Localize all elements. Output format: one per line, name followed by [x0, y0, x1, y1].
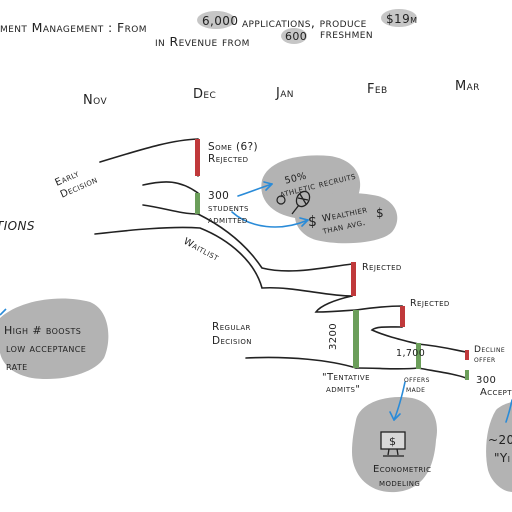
athletic-note-line1: 50%	[284, 171, 308, 187]
early-decision-label: Early Decision	[53, 168, 99, 200]
early-rejected-bar	[195, 139, 200, 176]
waitlist-flow-top	[197, 213, 353, 272]
regular-offer-flow-top	[370, 326, 419, 345]
freshmen-count-highlight	[281, 28, 307, 44]
title-part-b: applications, produce	[242, 15, 367, 30]
title-part-d: freshmen	[320, 26, 373, 41]
early-admit-bar	[195, 193, 200, 214]
revenue-highlight	[381, 9, 417, 27]
early-admit-line3: admitted	[208, 214, 248, 226]
title-part-c: in Revenue from	[155, 34, 250, 49]
left-note-blob	[0, 298, 109, 379]
regular-decision-line2: Decision	[212, 335, 252, 347]
early-admit-count: 300	[208, 190, 229, 202]
wealthier-note-blob	[294, 192, 398, 244]
tentative-admits-bar	[353, 310, 359, 368]
computer-monitor-icon: $	[380, 431, 406, 457]
waitlist-flow-bottom	[94, 226, 353, 297]
athletic-arrow	[237, 183, 273, 197]
dollar-icon: $	[308, 214, 317, 230]
tentative-count: 3200	[328, 323, 339, 350]
econometric-line1: Econometric	[373, 464, 431, 475]
regular-rejected-bar	[400, 306, 405, 327]
apps-count-highlight	[197, 11, 235, 29]
offers-made-line2: made	[406, 385, 425, 395]
decline-bar	[465, 350, 469, 360]
econometric-arrow	[393, 381, 406, 421]
right-note-line2: "Yi	[494, 451, 510, 465]
month-nov: Nov	[83, 93, 107, 108]
tennis-ball-icon	[276, 195, 286, 205]
svg-text:$: $	[389, 435, 396, 448]
month-jan: Jan	[275, 86, 294, 101]
month-dec: Dec	[193, 87, 216, 102]
right-note-blob	[486, 402, 512, 492]
waitlist-label: Waitlist	[182, 236, 221, 264]
left-note-line1: High # boosts	[4, 324, 81, 337]
right-arrow	[505, 399, 512, 423]
regular-upper-flow	[314, 295, 357, 313]
accept-flow	[417, 367, 467, 379]
title-part-a: ment Management : From	[0, 20, 147, 35]
left-arrow	[0, 308, 7, 316]
month-mar: Mar	[455, 79, 480, 94]
wealthier-arrow	[231, 211, 309, 228]
dollar-icon-right: $	[376, 206, 384, 220]
econometric-line2: modeling	[379, 478, 420, 489]
regular-rejected-flow	[355, 305, 403, 328]
regular-rejected-label: Rejected	[410, 298, 450, 309]
econometric-arrowhead	[389, 411, 401, 421]
regular-lower-flow	[245, 356, 357, 369]
early-admit-flow-bottom	[142, 204, 199, 215]
regular-decision-line1: Regular	[212, 321, 251, 333]
early-rejected-line2: Rejected	[208, 153, 248, 165]
accept-line1: 300	[476, 375, 496, 386]
title-freshmen-count: 600	[285, 30, 307, 43]
right-note-line1: ~20	[488, 433, 512, 447]
tennis-racket-icon	[291, 190, 311, 215]
early-rejected-flow	[99, 138, 199, 163]
offer-flow-bottom	[355, 367, 419, 370]
tentative-admits-line1: "Tentative	[322, 372, 370, 383]
left-note-line2: low acceptance	[6, 342, 86, 355]
decline-line1: Decline	[474, 345, 505, 355]
decline-flow	[417, 343, 467, 353]
decline-line2: offer	[474, 355, 496, 365]
offers-count: 1,700	[396, 348, 425, 359]
tentative-admits-line2: admits"	[326, 384, 360, 395]
left-fragment-text: tions	[0, 215, 35, 235]
left-note-line3: rate	[6, 360, 28, 373]
month-feb: Feb	[367, 82, 388, 97]
early-admit-flow-top	[142, 181, 199, 194]
offers-made-bar	[416, 343, 421, 369]
accept-bar	[465, 370, 469, 380]
title-revenue: $19m	[386, 12, 417, 26]
accept-line2: Accept	[480, 387, 512, 398]
early-admit-line2: students	[208, 202, 249, 214]
title-apps-count: 6,000	[202, 14, 238, 28]
athletic-arrowhead	[263, 181, 273, 191]
waitlist-rejected-label: Rejected	[362, 262, 402, 273]
waitlist-rejected-bar	[351, 262, 356, 296]
offers-made-line1: offers	[404, 375, 430, 385]
wealthier-arrowhead	[299, 217, 309, 227]
early-rejected-line1: Some (6?)	[208, 141, 258, 153]
